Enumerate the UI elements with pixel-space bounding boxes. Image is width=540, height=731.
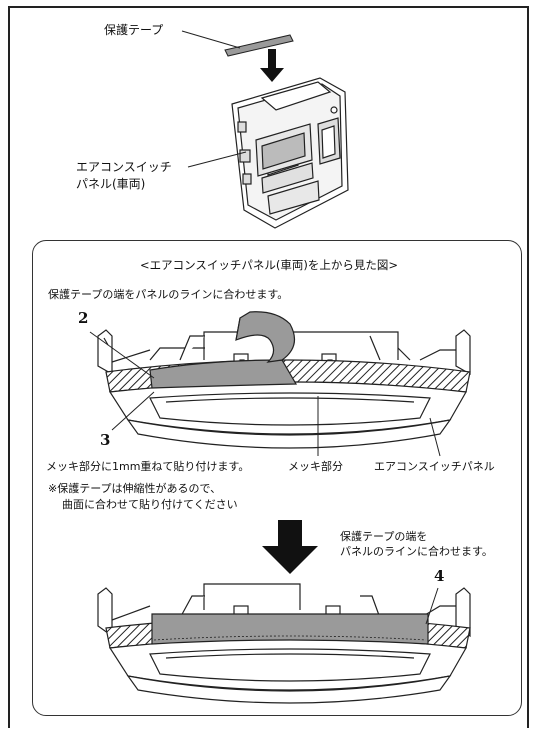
instruction-align-text: 保護テープの端をパネルのラインに合わせます。 xyxy=(48,288,289,301)
callout-4: 4 xyxy=(434,567,445,585)
top-view-panel-1 xyxy=(97,329,471,449)
ac-switch-panel-vehicle-label-line2: パネル(車両) xyxy=(76,177,146,191)
align-note-line1: 保護テープの端を xyxy=(340,530,428,543)
instruction-overlap-text: メッキ部分に1mm重ねて貼り付けます。 xyxy=(46,460,250,473)
tape-being-applied xyxy=(149,311,298,389)
protective-tape-label: 保護テープ xyxy=(104,23,164,37)
callout-3: 3 xyxy=(100,431,111,449)
down-arrow-icon xyxy=(260,49,284,82)
top-view-title: <エアコンスイッチパネル(車両)を上から見た図> xyxy=(140,258,399,272)
top-view-box xyxy=(32,240,522,716)
protective-tape-strip xyxy=(224,34,294,57)
panel-label-leader xyxy=(429,417,441,457)
tape-applied xyxy=(151,613,429,645)
page-frame xyxy=(8,6,529,728)
callout-2: 2 xyxy=(78,309,89,327)
plating-part-label: メッキ部分 xyxy=(288,460,343,473)
align-note-line2: パネルのラインに合わせます。 xyxy=(340,545,493,558)
note-line2: 曲面に合わせて貼り付けてください xyxy=(62,498,238,511)
ac-switch-panel-vehicle-label-line1: エアコンスイッチ xyxy=(76,160,172,174)
panel-leader-line xyxy=(187,151,247,168)
big-down-arrow-icon xyxy=(262,520,318,574)
callout-4-leader xyxy=(425,587,439,625)
callout-2-leader xyxy=(89,331,155,379)
ac-switch-panel-drawing xyxy=(231,77,349,229)
note-line1: ※保護テープは伸縮性があるので、 xyxy=(48,482,222,495)
ac-switch-panel-label: エアコンスイッチパネル xyxy=(374,460,495,473)
callout-3-leader xyxy=(111,391,155,431)
tape-leader-line xyxy=(181,30,241,49)
